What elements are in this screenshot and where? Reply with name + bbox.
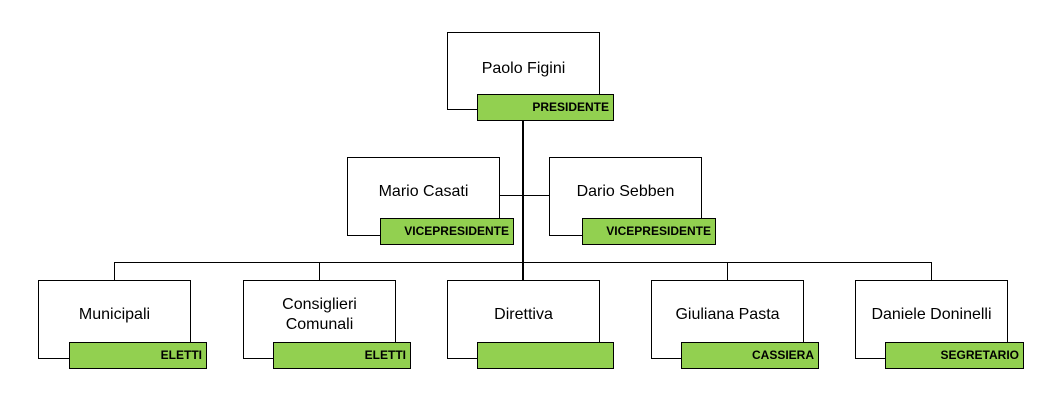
vice-connector: [500, 195, 549, 196]
drop-connector-2: [319, 262, 320, 280]
drop-connector-1: [114, 262, 115, 280]
member-role-tag-1: ELETTI: [69, 342, 207, 369]
drop-connector-5: [931, 262, 932, 280]
trunk-connector: [522, 120, 524, 263]
member-name-5: Daniele Doninelli: [871, 306, 992, 323]
member-name-1: Municipali: [78, 306, 151, 323]
member-name-3: Direttiva: [494, 306, 553, 323]
vice-name-2: Dario Sebben: [576, 183, 675, 200]
member-role-tag-4: CASSIERA: [681, 342, 819, 369]
vice-role-tag-2: VICEPRESIDENTE: [582, 218, 716, 245]
president-name: Paolo Figini: [481, 60, 566, 77]
member-name-2: Consiglieri Comunali: [282, 296, 357, 333]
member-role-tag-3: [477, 342, 614, 369]
vice-name-1: Mario Casati: [378, 183, 469, 200]
member-role-tag-2: ELETTI: [273, 342, 411, 369]
vice-role-tag-1: VICEPRESIDENTE: [380, 218, 514, 245]
drop-connector-4: [727, 262, 728, 280]
member-role-tag-5: SEGRETARIO: [885, 342, 1024, 369]
member-name-4: Giuliana Pasta: [675, 306, 780, 323]
president-role-tag: PRESIDENTE: [477, 94, 614, 121]
drop-connector-3: [522, 262, 524, 280]
